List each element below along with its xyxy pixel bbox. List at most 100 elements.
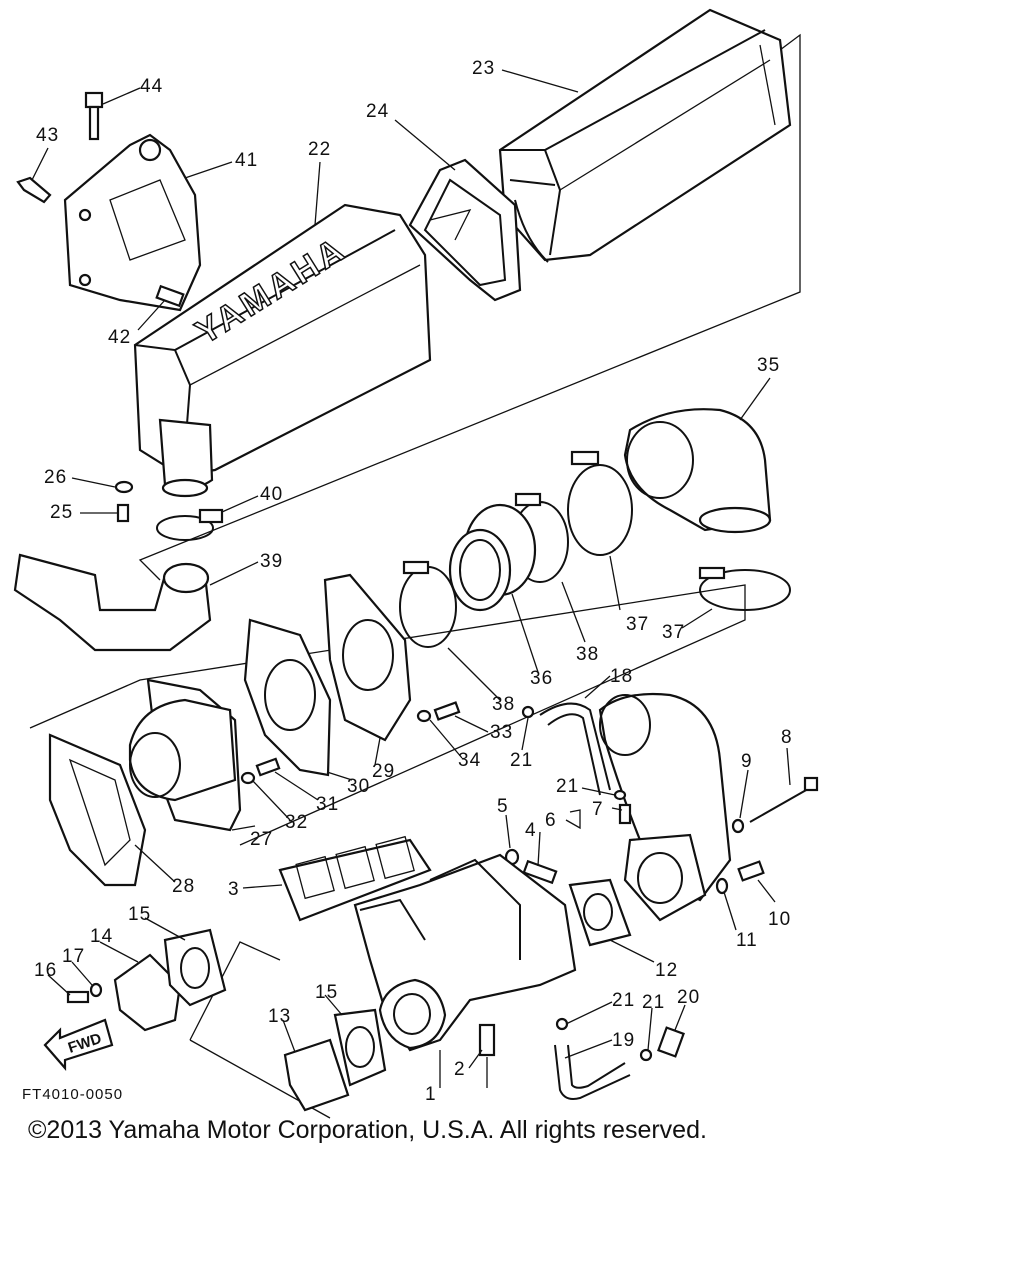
clamp-38-left: [399, 560, 457, 648]
callout-10: 10: [768, 909, 791, 930]
callout-9: 9: [741, 751, 753, 772]
callout-19: 19: [612, 1030, 635, 1051]
callout-33: 33: [490, 722, 513, 743]
leader-lines: [31, 69, 791, 1088]
callout-2: 2: [454, 1059, 466, 1080]
callout-4: 4: [525, 820, 537, 841]
callout-13: 13: [268, 1006, 291, 1027]
washer-17: [89, 982, 103, 998]
clip-21-lower-a: [555, 1017, 569, 1031]
assembly-frame-lines: [29, 33, 801, 1119]
bolt-16: [66, 990, 90, 1004]
hose-19: [554, 1044, 631, 1100]
callout-labels: 44 43 41 42 22 24 23 35 26 25 40 39 37 3…: [34, 58, 792, 1105]
gasket-30: [243, 618, 332, 777]
fitting-20: [657, 1026, 685, 1058]
clip-21-mid: [613, 789, 627, 801]
gasket-24: [408, 158, 522, 302]
bolt-4: [522, 859, 558, 885]
plate-29: [323, 573, 412, 742]
bolt-43: [16, 176, 52, 204]
bolt-10: [737, 860, 765, 882]
muffler-body-22: YAMAHA: [133, 203, 432, 498]
callout-37-b: 37: [662, 622, 685, 643]
callout-20: 20: [677, 987, 700, 1008]
washer-32: [240, 771, 256, 785]
callout-26: 26: [44, 467, 67, 488]
callout-38-a: 38: [576, 644, 599, 665]
fwd-arrow: FWD: [43, 1018, 114, 1071]
cover-13: [283, 1038, 350, 1112]
figure-code: FT4010-0050: [22, 1086, 124, 1103]
long-bolt-8: [749, 776, 819, 823]
coupling-36: [448, 503, 537, 612]
callout-15-lower: 15: [315, 982, 338, 1003]
bolt-31: [255, 757, 281, 777]
gasket-12: [568, 878, 632, 947]
washer-9: [731, 818, 745, 834]
clamp-40: [156, 508, 224, 541]
callout-1: 1: [425, 1084, 437, 1105]
bolt-44: [84, 91, 104, 141]
callout-18: 18: [610, 666, 633, 687]
callout-17: 17: [62, 946, 85, 967]
callout-11: 11: [736, 930, 758, 951]
callout-29: 29: [372, 761, 395, 782]
callout-39: 39: [260, 551, 283, 572]
callout-42: 42: [108, 327, 131, 348]
callout-21-mid: 21: [556, 776, 579, 797]
callout-16: 16: [34, 960, 57, 981]
bolt-25: [116, 503, 130, 523]
flange-27: [128, 678, 242, 832]
hose-39: [13, 553, 212, 652]
callout-22: 22: [308, 139, 331, 160]
callout-23: 23: [472, 58, 495, 79]
callout-36: 36: [530, 668, 553, 689]
callout-3: 3: [228, 879, 240, 900]
elbow-35: [623, 408, 772, 534]
hose-18: [539, 702, 611, 796]
callout-35: 35: [757, 355, 780, 376]
callout-38-b: 38: [492, 694, 515, 715]
callout-5: 5: [497, 796, 509, 817]
callout-37-a: 37: [626, 614, 649, 635]
callout-14: 14: [90, 926, 113, 947]
callout-15-upper: 15: [128, 904, 151, 925]
callout-21-lower-a: 21: [612, 990, 635, 1011]
callout-30: 30: [347, 776, 370, 797]
callout-21-lower-b: 21: [642, 992, 665, 1013]
clip-21-upper: [521, 705, 535, 719]
stud-7: [618, 803, 632, 825]
clamp-37-lower: [698, 566, 791, 611]
cover-14: [113, 953, 182, 1032]
bolt-33: [433, 701, 461, 721]
copyright-notice: ©2013 Yamaha Motor Corporation, U.S.A. A…: [28, 1116, 707, 1144]
callout-40: 40: [260, 484, 283, 505]
callout-32: 32: [285, 812, 308, 833]
callout-7: 7: [592, 799, 604, 820]
callout-6: 6: [545, 810, 557, 831]
gasket-15-upper: [163, 928, 227, 1007]
callout-43: 43: [36, 125, 59, 146]
callout-21-upper: 21: [510, 750, 533, 771]
gasket-28: [48, 733, 147, 887]
washer-11: [715, 877, 729, 895]
callout-24: 24: [366, 101, 389, 122]
bracket-41: [63, 133, 202, 312]
manifold-gasket-3: [278, 835, 432, 922]
callout-12: 12: [655, 960, 678, 981]
callout-28: 28: [172, 876, 195, 897]
callout-31: 31: [316, 794, 339, 815]
exhaust-elbow-right: [598, 692, 732, 922]
clamp-37-upper: [567, 450, 633, 556]
gasket-15-lower: [333, 1008, 387, 1087]
washer-26: [114, 480, 134, 494]
washer-34: [416, 709, 432, 723]
bolt-42: [155, 284, 185, 308]
callout-25: 25: [50, 502, 73, 523]
clip-21-lower-b: [639, 1048, 653, 1062]
callout-34: 34: [458, 750, 481, 771]
exhaust-manifold-1: [353, 853, 577, 1052]
